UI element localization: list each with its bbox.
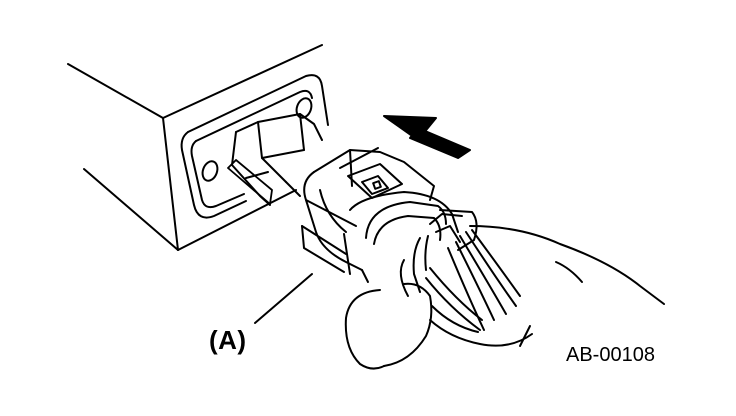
screw-hole-left <box>201 160 219 182</box>
callout-label-a: (A) <box>209 325 247 355</box>
callout-leader-line <box>254 273 313 324</box>
insert-direction-arrow <box>383 115 471 159</box>
hand <box>344 225 665 370</box>
harness-connector <box>301 147 478 297</box>
connector-receptacle <box>227 113 323 206</box>
control-unit-housing <box>67 44 329 251</box>
wire-bundle <box>425 229 521 331</box>
figure-code: AB-00108 <box>566 344 655 366</box>
